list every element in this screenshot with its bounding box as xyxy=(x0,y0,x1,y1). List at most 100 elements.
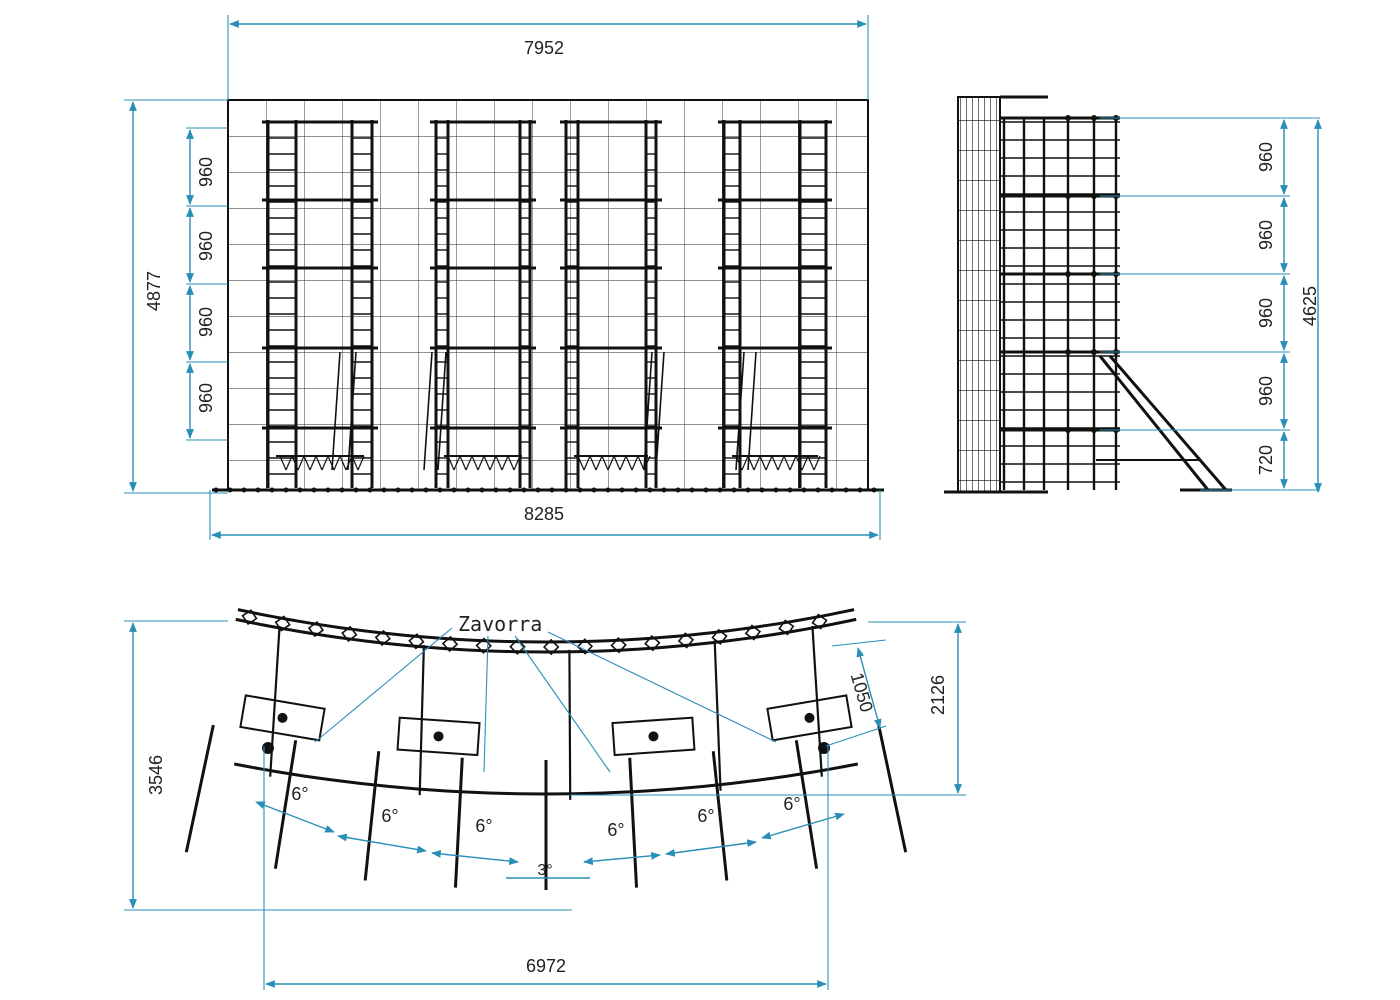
diagonal-brace xyxy=(643,351,653,471)
panel-clamp xyxy=(509,638,526,655)
side-segment-label: 960 xyxy=(1256,220,1276,250)
side-dim-segments: 960 960 960 960 720 xyxy=(1100,117,1320,491)
diagonal-brace xyxy=(423,351,433,471)
panel-clamp xyxy=(307,620,325,638)
angle-label: 6° xyxy=(291,784,308,804)
dim-depth-partial: 2126 xyxy=(570,621,966,796)
anchor-node xyxy=(818,742,830,754)
front-elevation: 7952 8285 4877 960 960 xyxy=(124,15,884,540)
segment-label: 960 xyxy=(196,307,216,337)
plan-view: Zavorra 3546 2126 1050 xyxy=(124,608,966,990)
dim-height-total: 4877 xyxy=(124,99,228,494)
side-panel-stack xyxy=(957,96,1001,493)
panel-clamp xyxy=(711,628,728,645)
side-segment-label: 960 xyxy=(1256,142,1276,172)
curved-wall-face xyxy=(235,617,857,654)
dim-width-top: 7952 xyxy=(227,15,869,100)
prop-leg xyxy=(877,724,908,853)
angle-label: 6° xyxy=(783,794,800,814)
ballast-point xyxy=(277,712,288,723)
plan-strut xyxy=(568,649,572,800)
panel-clamp xyxy=(408,633,425,650)
angle-label: 6° xyxy=(697,806,714,826)
push-pull-prop xyxy=(1098,355,1210,491)
ballast-point xyxy=(433,731,444,742)
angle-dims: 6° 6° 6° 6° 6° 6° 3° xyxy=(255,784,845,879)
curved-wall-face xyxy=(237,608,855,644)
panel-clamp xyxy=(542,638,560,656)
diagonal-brace xyxy=(347,351,357,471)
node xyxy=(1065,115,1071,121)
ballast-point xyxy=(804,712,815,723)
diagonal-brace xyxy=(331,351,341,471)
dim-segments: 960 960 960 960 xyxy=(186,127,228,441)
diagonal-brace xyxy=(655,351,665,471)
panel-clamp xyxy=(677,632,695,649)
prop-leg xyxy=(628,757,639,888)
side-support-frame xyxy=(1000,115,1232,492)
panel-clamp xyxy=(811,613,828,630)
diagonal-brace xyxy=(437,351,447,471)
angle-label: 6° xyxy=(607,820,624,840)
prop-leg xyxy=(794,740,819,869)
width-bottom-label: 8285 xyxy=(524,504,564,524)
chord-width-label: 6972 xyxy=(526,956,566,976)
angle-label: 6° xyxy=(381,806,398,826)
side-segment-label: 960 xyxy=(1256,376,1276,406)
prop-leg xyxy=(184,724,215,853)
panel-clamp xyxy=(441,635,459,653)
panel-clamp xyxy=(778,619,795,636)
side-height-total-label: 4625 xyxy=(1300,286,1320,326)
angle-label: 6° xyxy=(475,816,492,836)
panel-clamp xyxy=(241,609,258,626)
depth-partial-label: 2126 xyxy=(928,675,948,715)
anchor-node xyxy=(262,742,274,754)
node xyxy=(1065,427,1071,433)
panel-clamp xyxy=(744,624,762,641)
side-elevation: 960 960 960 960 720 4625 xyxy=(944,95,1322,494)
support-frames xyxy=(213,120,877,493)
node xyxy=(1065,193,1071,199)
node xyxy=(1091,349,1097,355)
dim-depth-total: 3546 xyxy=(124,620,572,911)
center-angle-label: 3° xyxy=(537,862,552,879)
ballast-box xyxy=(396,716,481,757)
ballast-label: Zavorra xyxy=(458,612,542,636)
width-top-label: 7952 xyxy=(524,38,564,58)
segment-label: 960 xyxy=(196,383,216,413)
prop-leg xyxy=(363,751,381,881)
dim-width-bottom: 8285 xyxy=(209,490,881,540)
node xyxy=(1091,115,1097,121)
prop-leg xyxy=(453,757,464,888)
panel-length-label: 1050 xyxy=(847,670,877,714)
node xyxy=(1091,271,1097,277)
dim-chord-width: 6972 xyxy=(263,746,829,990)
diagonal-brace xyxy=(735,351,745,471)
node xyxy=(1065,349,1071,355)
prop-leg xyxy=(273,740,298,869)
ballast-box xyxy=(611,716,696,757)
ballast-point xyxy=(648,731,659,742)
formwork-panel-grid xyxy=(227,99,869,491)
curved-wall-structure xyxy=(184,608,908,890)
panel-clamp xyxy=(576,638,594,655)
ballast-callout: Zavorra xyxy=(314,612,777,773)
side-segment-label: 720 xyxy=(1256,445,1276,475)
panel-clamp xyxy=(341,625,358,643)
plan-strut xyxy=(713,640,722,791)
ballast-box xyxy=(766,694,853,742)
height-total-label: 4877 xyxy=(144,271,164,311)
ballast-box xyxy=(239,694,326,742)
panel-clamp xyxy=(374,629,391,647)
segment-label: 960 xyxy=(196,231,216,261)
node xyxy=(1091,427,1097,433)
push-pull-prop xyxy=(1108,355,1228,491)
panel-clamp xyxy=(644,635,661,652)
panel-clamp xyxy=(610,637,627,654)
depth-total-label: 3546 xyxy=(146,755,166,795)
side-dim-total: 4625 xyxy=(1300,119,1322,493)
side-segment-label: 960 xyxy=(1256,298,1276,328)
node xyxy=(1065,271,1071,277)
prop-leg xyxy=(711,751,729,881)
node xyxy=(1091,193,1097,199)
